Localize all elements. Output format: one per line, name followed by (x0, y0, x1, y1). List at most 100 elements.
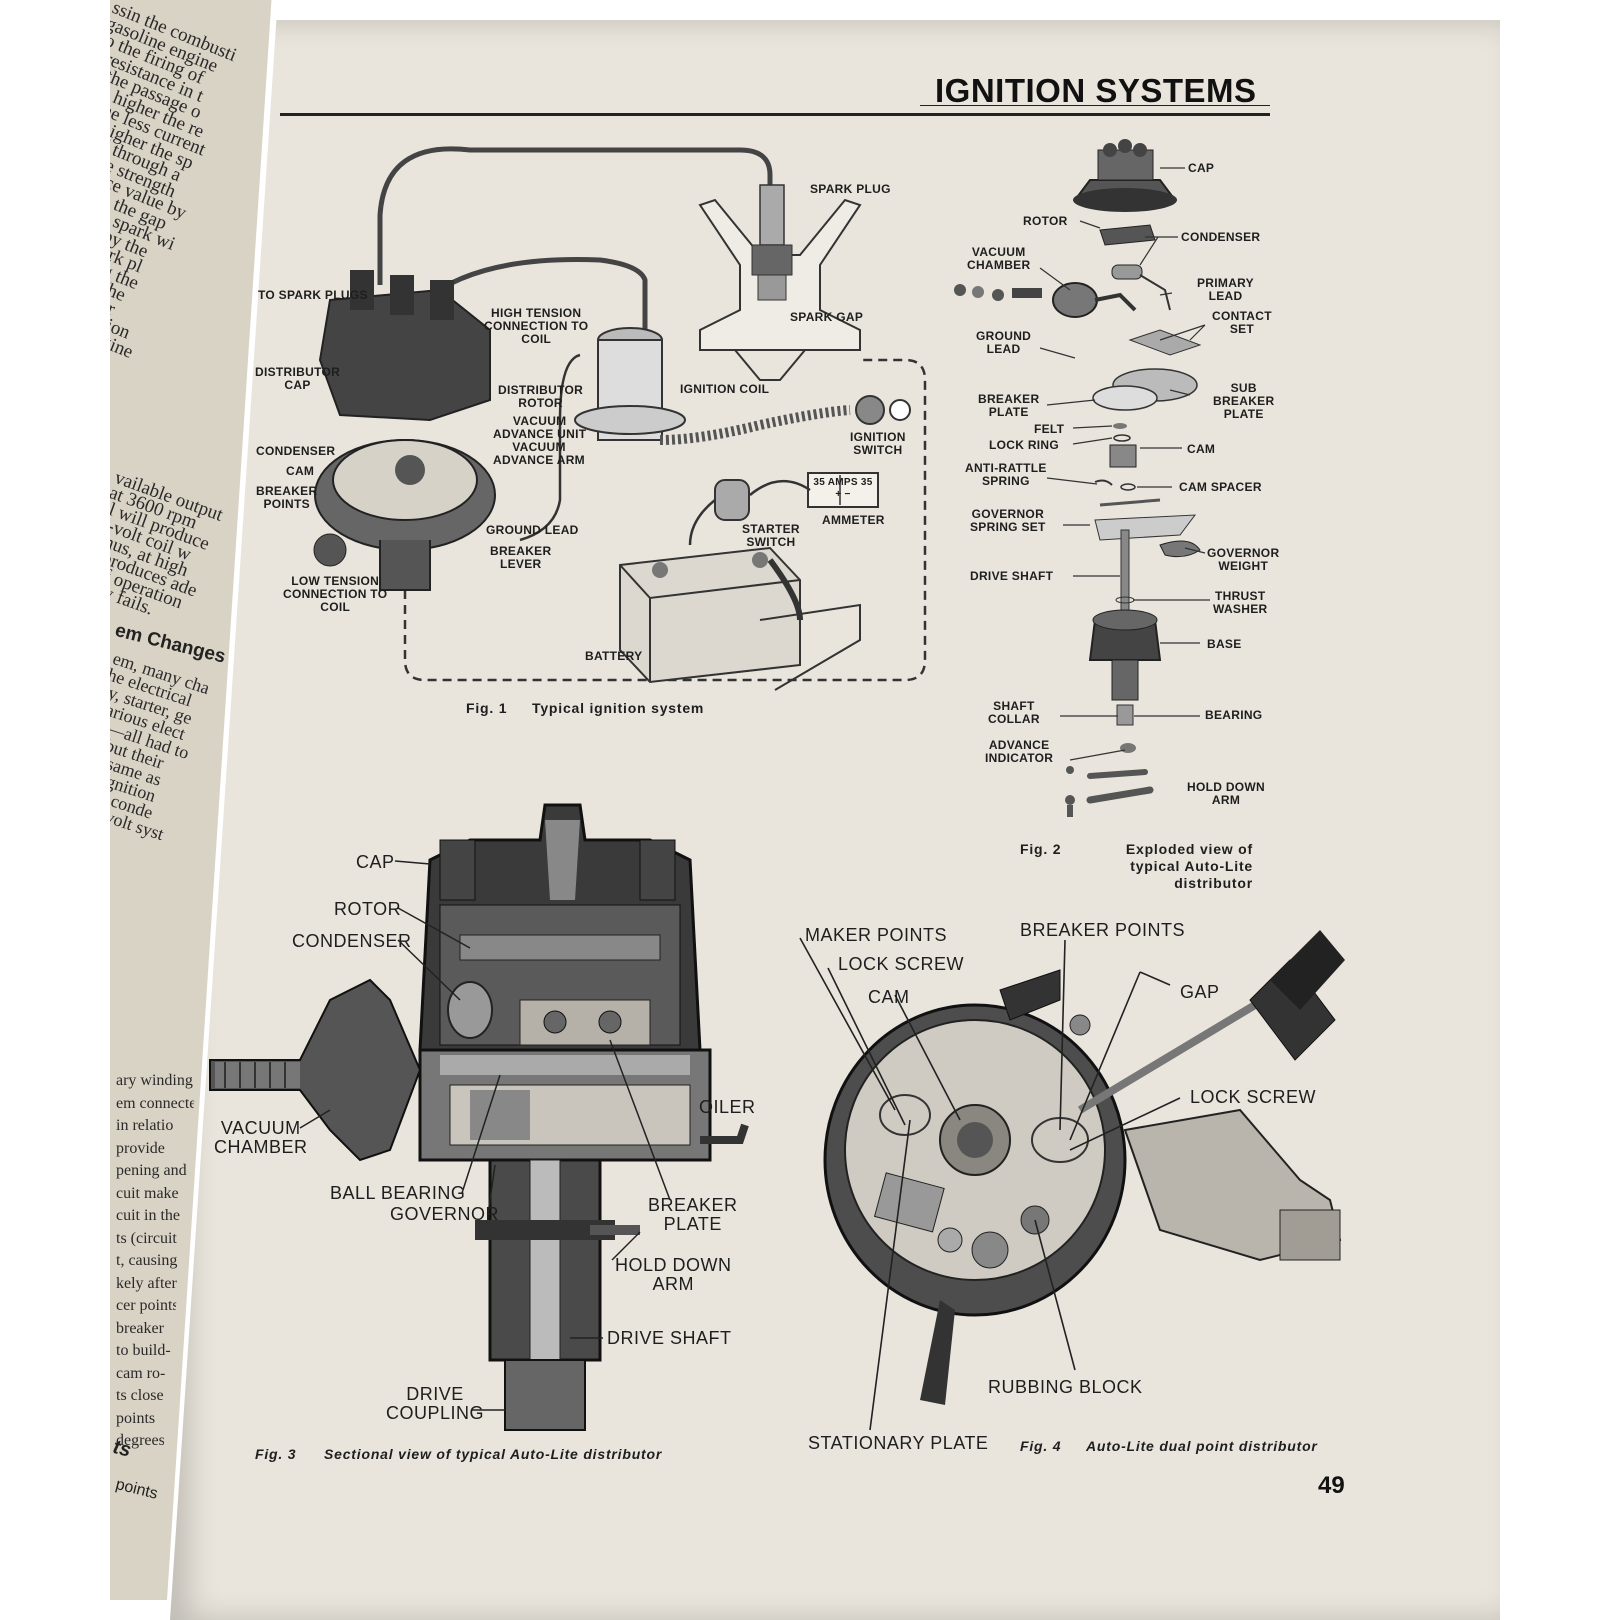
fig2-bearing (1116, 704, 1134, 726)
fig2-label-thrust-washer: THRUST WASHER (1213, 589, 1268, 616)
fig3-label-cap: CAP (356, 852, 395, 872)
fig2-label-sub-breaker-plate: SUB BREAKER PLATE (1213, 381, 1275, 421)
fig2-label-anti-rattle: ANTI-RATTLE SPRING (965, 461, 1047, 488)
fig3-label-drive-coupling: DRIVE COUPLING (386, 1384, 485, 1423)
fig4-label-stationary-plate: STATIONARY PLATE (808, 1433, 989, 1453)
fig4-caption-text: Auto-Lite dual point distributor (1086, 1438, 1318, 1454)
fig1-caption-text: Typical ignition system (532, 700, 705, 716)
fig2-condenser (1111, 264, 1143, 280)
fig3-label-condenser: CONDENSER (292, 931, 412, 951)
fig2-label-felt: FELT (1034, 422, 1065, 436)
fig2-contact-set (1128, 329, 1202, 356)
fig1-label-breaker-lever: BREAKER LEVER (490, 544, 552, 571)
fig3-caption-number: Fig. 3 (255, 1446, 297, 1462)
fig2-label-shaft-collar: SHAFT COLLAR (988, 699, 1040, 726)
fig1-label-starter-switch: STARTER SWITCH (742, 522, 800, 549)
fig4-label-lock-screw-1: LOCK SCREW (838, 954, 965, 974)
fig1-label-high-tension: HIGH TENSION CONNECTION TO COIL (484, 306, 589, 346)
fig1-label-breaker-points: BREAKER POINTS (256, 484, 318, 511)
fig3-label-ball-bearing: BALL BEARING (330, 1183, 466, 1203)
fig2-label-governor-weight: GOVERNOR WEIGHT (1207, 546, 1280, 573)
fig1-label-condenser: CONDENSER (256, 444, 336, 458)
fig2-label-ground-lead: GROUND LEAD (976, 329, 1032, 356)
fig1-label-distributor-cap: DISTRIBUTOR CAP (255, 365, 341, 392)
ignition-switch (855, 395, 885, 425)
fig2-hold-down-arm (1086, 786, 1154, 804)
high-tension-wire (377, 146, 773, 285)
fig4-label-gap: GAP (1180, 982, 1220, 1002)
fig2-label-breaker-plate: BREAKER PLATE (978, 392, 1040, 419)
fig2-label-hold-down-arm: HOLD DOWN ARM (1187, 780, 1266, 807)
fig3-rotor (459, 934, 661, 961)
fig2-advance-indicator (1087, 769, 1148, 779)
fig1-label-spark-plug: SPARK PLUG (810, 182, 891, 196)
fig3-caption-text: Sectional view of typical Auto-Lite dist… (324, 1446, 663, 1462)
page-number: 49 (1318, 1472, 1345, 1499)
fig4-maker-points (879, 1094, 931, 1136)
fig4-screwdriver (1077, 986, 1283, 1114)
fig2-caption-text: Exploded view of typical Auto-Lite distr… (1125, 841, 1253, 891)
fig2-label-governor-spring: GOVERNOR SPRING SET (970, 507, 1046, 534)
fig2-label-cap: CAP (1188, 161, 1215, 175)
fig3-label-hold-down-arm: HOLD DOWN ARM (615, 1255, 732, 1294)
fig3-drive-coupling (504, 1359, 586, 1431)
fig1-label-distributor-rotor: DISTRIBUTOR ROTOR (498, 383, 584, 410)
fig1-caption-number: Fig. 1 (466, 700, 508, 716)
fig3-condenser (447, 981, 493, 1039)
spark-plug (759, 184, 785, 246)
fig2-rotor (1099, 224, 1156, 246)
fig1-label-ground-lead: GROUND LEAD (486, 523, 579, 537)
fig1-label-battery: BATTERY (585, 649, 643, 663)
fig3-vacuum-chamber (209, 978, 422, 1162)
fig2-label-cam: CAM (1187, 442, 1216, 456)
fig2-cam (1109, 444, 1137, 468)
fig2-label-condenser: CONDENSER (1181, 230, 1261, 244)
fig1-label-to-spark-plugs: TO SPARK PLUGS (258, 288, 368, 302)
fig2-label-primary-lead: PRIMARY LEAD (1197, 276, 1254, 303)
fig1-label-ignition-switch: IGNITION SWITCH (850, 430, 906, 457)
fig1-label-vacuum-advance-unit: VACUUM ADVANCE UNIT (493, 414, 587, 441)
fig3-label-vacuum-chamber: VACUUM CHAMBER (214, 1118, 308, 1157)
fig4-label-breaker-points: BREAKER POINTS (1020, 920, 1186, 940)
fig2-governor-plate (1094, 514, 1197, 541)
fig4-label-cam: CAM (868, 987, 910, 1007)
fig1-label-low-tension: LOW TENSION CONNECTION TO COIL (283, 574, 388, 614)
fig4-caption-number: Fig. 4 (1020, 1438, 1062, 1454)
fig2-label-vacuum-chamber: VACUUM CHAMBER (967, 245, 1031, 272)
fig2-label-advance-indicator: ADVANCE INDICATOR (985, 738, 1054, 765)
fig2-breaker-plate (1092, 385, 1158, 411)
fig2-label-lock-ring: LOCK RING (989, 438, 1060, 452)
fig3-oiler (700, 1123, 749, 1144)
fig3-hold-down-arm (590, 1225, 640, 1235)
fig2-label-bearing: BEARING (1205, 708, 1263, 722)
fig1-label-cam: CAM (286, 464, 315, 478)
page-title: IGNITION SYSTEMS (935, 72, 1257, 109)
fig2-label-contact-set: CONTACT SET (1212, 309, 1272, 336)
fig4-label-maker-points: MAKER POINTS (805, 925, 948, 945)
page-header: IGNITION SYSTEMS (935, 72, 1257, 110)
fig1-label-ammeter-face: 35 AMPS 35 + − (813, 477, 873, 500)
fig2-governor-weight (1159, 540, 1201, 558)
fig4-label-rubbing-block: RUBBING BLOCK (988, 1377, 1143, 1397)
header-rule-thin (920, 105, 1270, 106)
fig2-label-drive-shaft: DRIVE SHAFT (970, 569, 1054, 583)
fig3-label-oiler: OILER (699, 1097, 756, 1117)
fig4-label-lock-screw-2: LOCK SCREW (1190, 1087, 1317, 1107)
fig3-label-breaker-plate: BREAKER PLATE (648, 1195, 738, 1234)
fig2-label-rotor: ROTOR (1023, 214, 1068, 228)
fig3-label-drive-shaft: DRIVE SHAFT (607, 1328, 732, 1348)
fig1-label-vacuum-advance-arm: VACUUM ADVANCE ARM (493, 440, 585, 467)
fig1-label-spark-gap: SPARK GAP (790, 310, 864, 324)
fig2-label-cam-spacer: CAM SPACER (1179, 480, 1262, 494)
fig3-label-governor: GOVERNOR (390, 1204, 500, 1224)
fig1-label-ammeter: AMMETER (822, 513, 885, 527)
fig2-label-base: BASE (1207, 637, 1242, 651)
fig3-label-rotor: ROTOR (334, 899, 402, 919)
fig1-label-ignition-coil: IGNITION COIL (680, 382, 770, 396)
header-rule (280, 113, 1270, 116)
